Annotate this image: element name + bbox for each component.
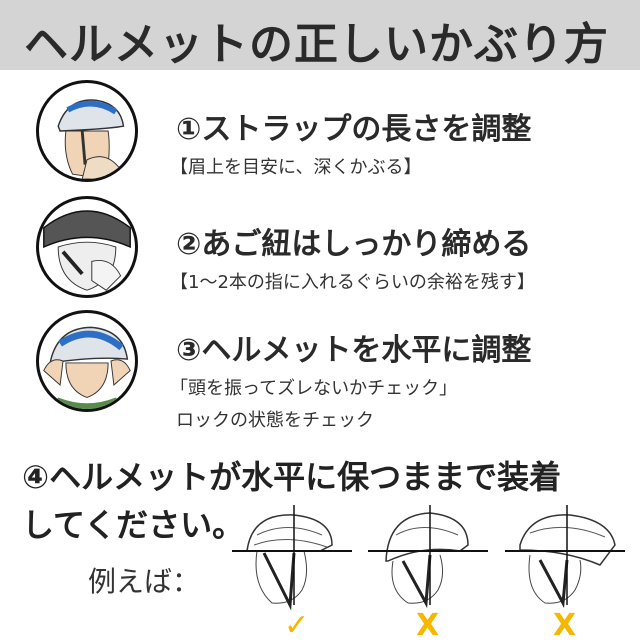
step1-note: 【眉上を目安に、深くかぶる】: [170, 157, 422, 178]
helmet-level-correct-figure: ✓: [232, 505, 352, 643]
step3-note-1: 「頭を振ってズレないかチェック」: [170, 378, 458, 399]
step4-heading-line1: ④ヘルメットが水平に保つままで装着: [22, 458, 562, 496]
example-incorrect-2: X: [505, 505, 625, 643]
step3-heading: ③ヘルメットを水平に調整: [176, 333, 532, 368]
helmet-tilted-forward-figure: X: [505, 505, 625, 643]
step1-illustration: [36, 80, 138, 182]
chin-strap-icon: [43, 210, 131, 291]
check-mark-icon: ✓: [284, 608, 309, 640]
step4-heading-line2: してください。: [22, 506, 245, 544]
x-mark-icon: X: [553, 608, 576, 640]
example-correct: ✓: [232, 505, 352, 643]
page-title: ヘルメットの正しいかぶり方: [24, 19, 609, 70]
helmet-level-icon: [43, 326, 131, 409]
x-mark-icon: X: [416, 608, 439, 640]
title-banner: ヘルメットの正しいかぶり方: [0, 0, 640, 70]
step2-note: 【1～2本の指に入れるぐらいの余裕を残す】: [170, 272, 535, 293]
step2-heading: ②あご紐はしっかり締める: [176, 227, 532, 262]
step2-illustration: [36, 196, 138, 298]
helmet-strap-icon: [57, 99, 125, 179]
example-incorrect-1: X: [368, 505, 488, 643]
step3-note-2: ロックの状態をチェック: [176, 410, 374, 431]
helmet-tilted-back-figure: X: [368, 505, 488, 643]
step1-heading: ①ストラップの長さを調整: [176, 112, 532, 147]
example-label: 例えば：: [88, 565, 201, 598]
step3-illustration: [36, 310, 138, 412]
